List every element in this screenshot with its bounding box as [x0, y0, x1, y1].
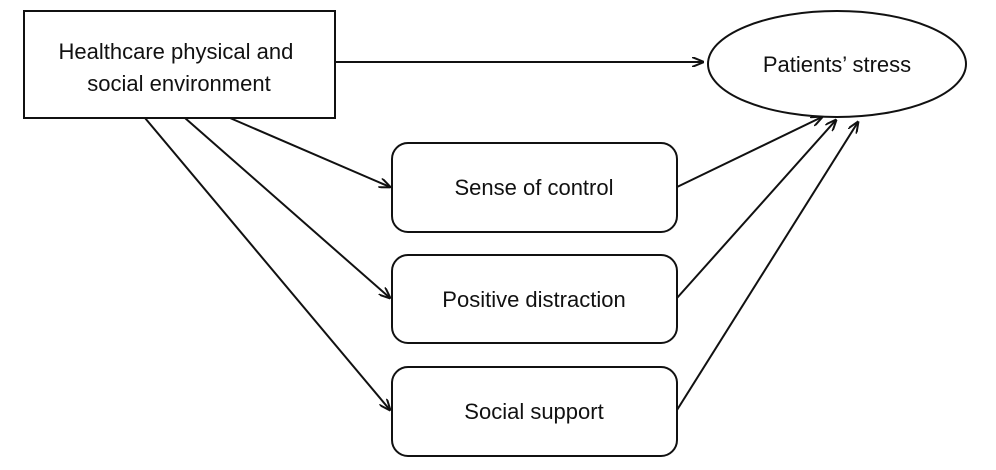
- node-control: Sense of control: [391, 142, 678, 233]
- environment-label-line-1: Healthcare physical and: [59, 39, 294, 64]
- support-box: [391, 366, 678, 457]
- stress-ellipse: [707, 10, 967, 118]
- arrow-support-to-stress: [676, 122, 858, 411]
- node-support: Social support: [391, 366, 678, 457]
- support-label: Social support: [464, 399, 603, 424]
- arrow-environment-to-support: [144, 117, 390, 410]
- edges: [144, 62, 858, 411]
- arrow-environment-to-control: [229, 117, 390, 187]
- arrow-control-to-stress: [676, 117, 822, 188]
- environment-box: [23, 10, 336, 119]
- environment-label-line-2: social environment: [87, 71, 270, 96]
- environment-label: Healthcare physical and social environme…: [59, 39, 300, 96]
- distraction-box: [391, 254, 678, 344]
- stress-label: Patients’ stress: [763, 52, 911, 77]
- distraction-label: Positive distraction: [442, 287, 625, 312]
- node-environment: Healthcare physical and social environme…: [23, 10, 336, 119]
- node-stress: Patients’ stress: [707, 10, 967, 118]
- node-distraction: Positive distraction: [391, 254, 678, 344]
- control-label: Sense of control: [455, 175, 614, 200]
- arrow-environment-to-distraction: [184, 117, 390, 298]
- arrow-distraction-to-stress: [676, 120, 836, 299]
- control-box: [391, 142, 678, 233]
